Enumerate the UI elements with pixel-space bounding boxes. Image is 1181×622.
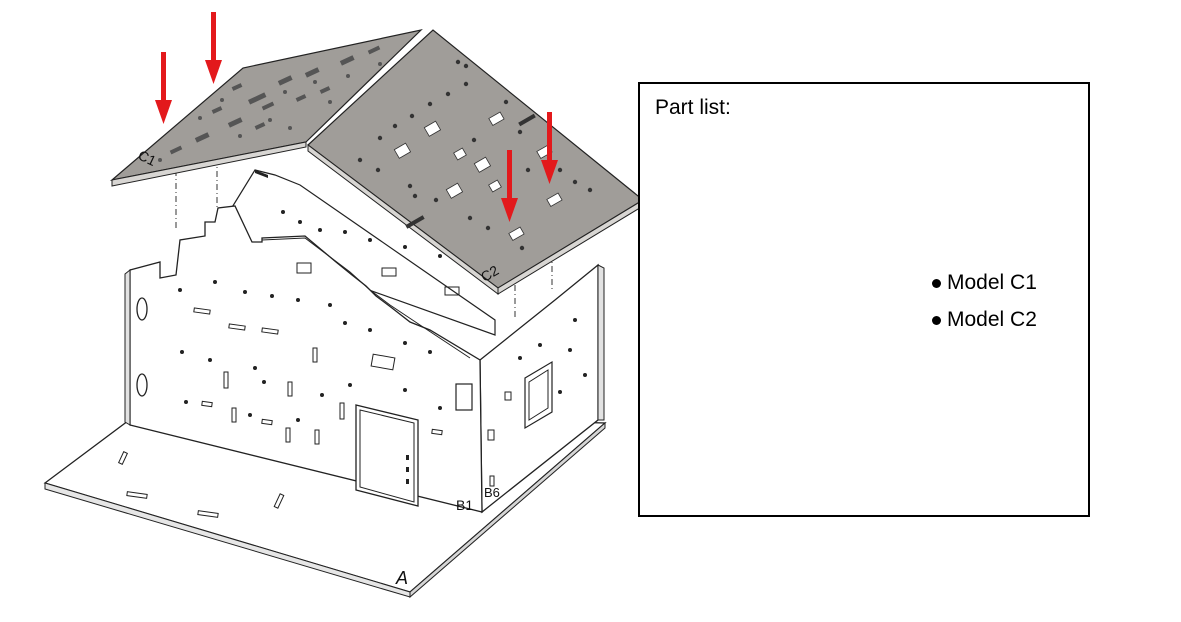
alignment-guides <box>175 158 553 320</box>
front-wall-label: B1 <box>456 497 473 513</box>
roof-panel-c2: C2 <box>307 29 645 296</box>
part-list-title: Part list: <box>655 96 731 119</box>
side-wall-label: B6 <box>484 485 500 500</box>
model-item: Model C2 <box>932 308 1037 332</box>
bullet-icon <box>932 315 941 325</box>
arrow-icon <box>205 12 222 84</box>
arrow-icon <box>155 52 172 124</box>
model-item: Model C1 <box>932 271 1037 295</box>
base-label: A <box>395 568 408 588</box>
insertion-arrows <box>155 12 558 222</box>
roof-c2-label: C2 <box>478 262 502 285</box>
arrow-icon <box>541 112 558 184</box>
back-gable-wall <box>214 169 496 336</box>
model-item-label: Model C2 <box>947 308 1037 331</box>
part-list-box <box>638 82 1090 517</box>
roof-panel-c1: C1 <box>109 28 423 187</box>
bullet-icon <box>932 278 941 288</box>
arrow-icon <box>501 150 518 222</box>
model-item-label: Model C1 <box>947 271 1037 294</box>
front-wall-b1: B1 <box>124 205 483 513</box>
roof-c1-label: C1 <box>136 147 159 169</box>
